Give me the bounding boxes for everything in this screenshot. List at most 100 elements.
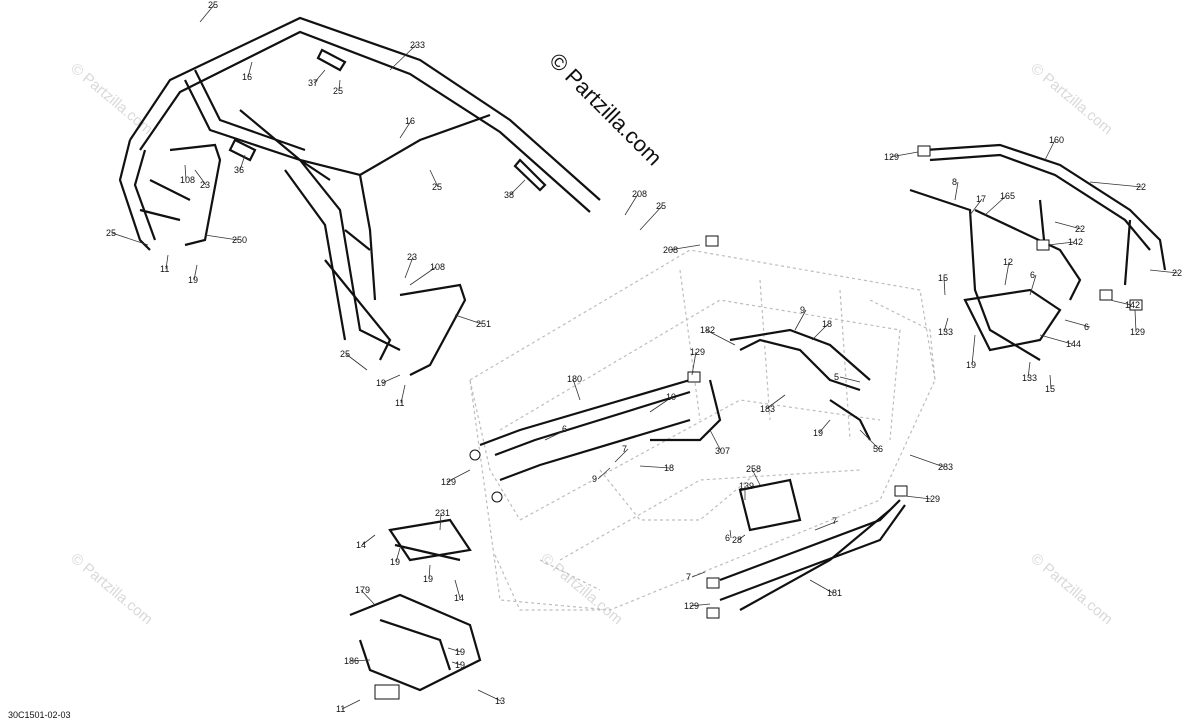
callout-leader-line — [477, 689, 502, 702]
callout-leader-line — [199, 4, 215, 23]
callout-leader-line — [984, 195, 1007, 216]
callout-label: 139 — [739, 481, 754, 491]
callout-label: 11 — [336, 704, 345, 714]
callout-leader-line — [338, 79, 341, 92]
side-tubes — [469, 235, 908, 619]
callout-leader-line — [794, 309, 807, 331]
callout-leader-line — [509, 179, 526, 196]
callout-leader-line — [1044, 139, 1056, 161]
callout-label: 5 — [834, 372, 839, 382]
callout-label: 179 — [355, 585, 370, 595]
copyright-text: © Partzilla.com — [544, 48, 667, 171]
callout-label: 144 — [1066, 339, 1081, 349]
callout-label: 6 — [1030, 270, 1035, 280]
callout-leader-line — [572, 378, 581, 401]
callout-label: 9 — [592, 474, 597, 484]
callout-label: 182 — [700, 325, 715, 335]
callout-label: 19 — [390, 557, 400, 567]
callout-label: 19 — [423, 574, 433, 584]
callout-label: 7 — [622, 444, 627, 454]
callout-leader-line — [111, 232, 149, 246]
callout-label: 183 — [760, 404, 775, 414]
callout-label: 231 — [435, 508, 450, 518]
callout-label: 307 — [715, 446, 730, 456]
callout-leader-line — [404, 256, 414, 279]
callout-label: 10 — [666, 392, 676, 402]
callout-leader-line — [454, 314, 483, 325]
callout-leader-line — [194, 169, 207, 186]
callout-leader-line — [247, 61, 253, 78]
callout-label: 16 — [242, 72, 252, 82]
callout-label: 181 — [827, 588, 842, 598]
callout-label: 19 — [455, 660, 465, 670]
callout-label: 56 — [873, 444, 883, 454]
callout-leader-line — [909, 454, 945, 468]
callout-label: 36 — [234, 165, 244, 175]
callout-leader-line — [818, 419, 831, 434]
callout-leader-line — [389, 44, 417, 71]
callout-label: 142 — [1068, 237, 1083, 247]
callout-leader-line — [969, 198, 983, 216]
callout-label: 19 — [455, 647, 465, 657]
hitch-assemblies — [349, 518, 482, 700]
callout-leader-line — [184, 164, 187, 181]
callout-leader-line — [399, 120, 412, 139]
callout-leader-line — [447, 647, 462, 653]
callout-leader-line — [395, 547, 401, 563]
callout-leader-line — [691, 351, 697, 376]
callout-label: 22 — [1172, 268, 1182, 278]
callout-label: 19 — [376, 378, 386, 388]
callout-leader-line — [400, 384, 406, 404]
callout-leader-line — [737, 534, 746, 541]
callout-label: 15 — [1045, 384, 1055, 394]
callout-leader-line — [765, 394, 786, 410]
callout-label: 15 — [938, 273, 948, 283]
callout-leader-line — [1064, 319, 1091, 328]
callout-leader-line — [313, 69, 326, 84]
callout-label: 12 — [1003, 257, 1013, 267]
callout-leader-line — [859, 429, 880, 450]
callout-leader-line — [1134, 309, 1137, 333]
callout-leader-line — [705, 329, 736, 346]
callout-label: 13 — [495, 696, 505, 706]
callout-leader-line — [639, 205, 663, 231]
callout-label: 233 — [410, 40, 425, 50]
callout-label: 11 — [395, 398, 404, 408]
callout-label: 25 — [340, 349, 350, 359]
rops-cage — [118, 16, 601, 361]
callout-label: 129 — [684, 601, 699, 611]
callout-label: 25 — [656, 201, 666, 211]
callout-leader-line — [639, 465, 671, 469]
callout-label: 186 — [344, 656, 359, 666]
callout-leader-line — [451, 661, 462, 666]
callout-label: 258 — [746, 464, 761, 474]
callout-label: 18 — [664, 463, 674, 473]
callout-label: 133 — [1022, 373, 1037, 383]
callout-leader-line — [668, 244, 701, 251]
callout-leader-line — [709, 429, 722, 452]
callout-label: 208 — [632, 189, 647, 199]
callout-label: 133 — [938, 327, 953, 337]
callout-label: 25 — [106, 228, 116, 238]
callout-label: 25 — [432, 182, 442, 192]
callout-label: 142 — [1125, 300, 1140, 310]
callout-label: 14 — [356, 540, 366, 550]
callout-label: 208 — [663, 245, 678, 255]
callout-label: 19 — [966, 360, 976, 370]
callout-leader-line — [691, 571, 706, 578]
callout-label: 7 — [686, 572, 691, 582]
callout-label: 19 — [188, 275, 198, 285]
callout-leader-line — [1039, 334, 1073, 345]
callout-label: 6 — [1084, 322, 1089, 332]
callout-leader-line — [239, 154, 246, 171]
callout-leader-line — [614, 448, 629, 463]
callout-label: 160 — [1049, 135, 1064, 145]
callout-label: 129 — [925, 494, 940, 504]
watermark-layer: © Partzilla.com © Partzilla.com © Partzi… — [67, 60, 1115, 628]
callout-leader-line — [954, 181, 959, 201]
callout-label: 25 — [333, 86, 343, 96]
callout-label: 108 — [180, 175, 195, 185]
callout-label: 14 — [454, 593, 464, 603]
callout-leader-line — [349, 659, 371, 662]
callout-leader-line — [649, 396, 673, 413]
